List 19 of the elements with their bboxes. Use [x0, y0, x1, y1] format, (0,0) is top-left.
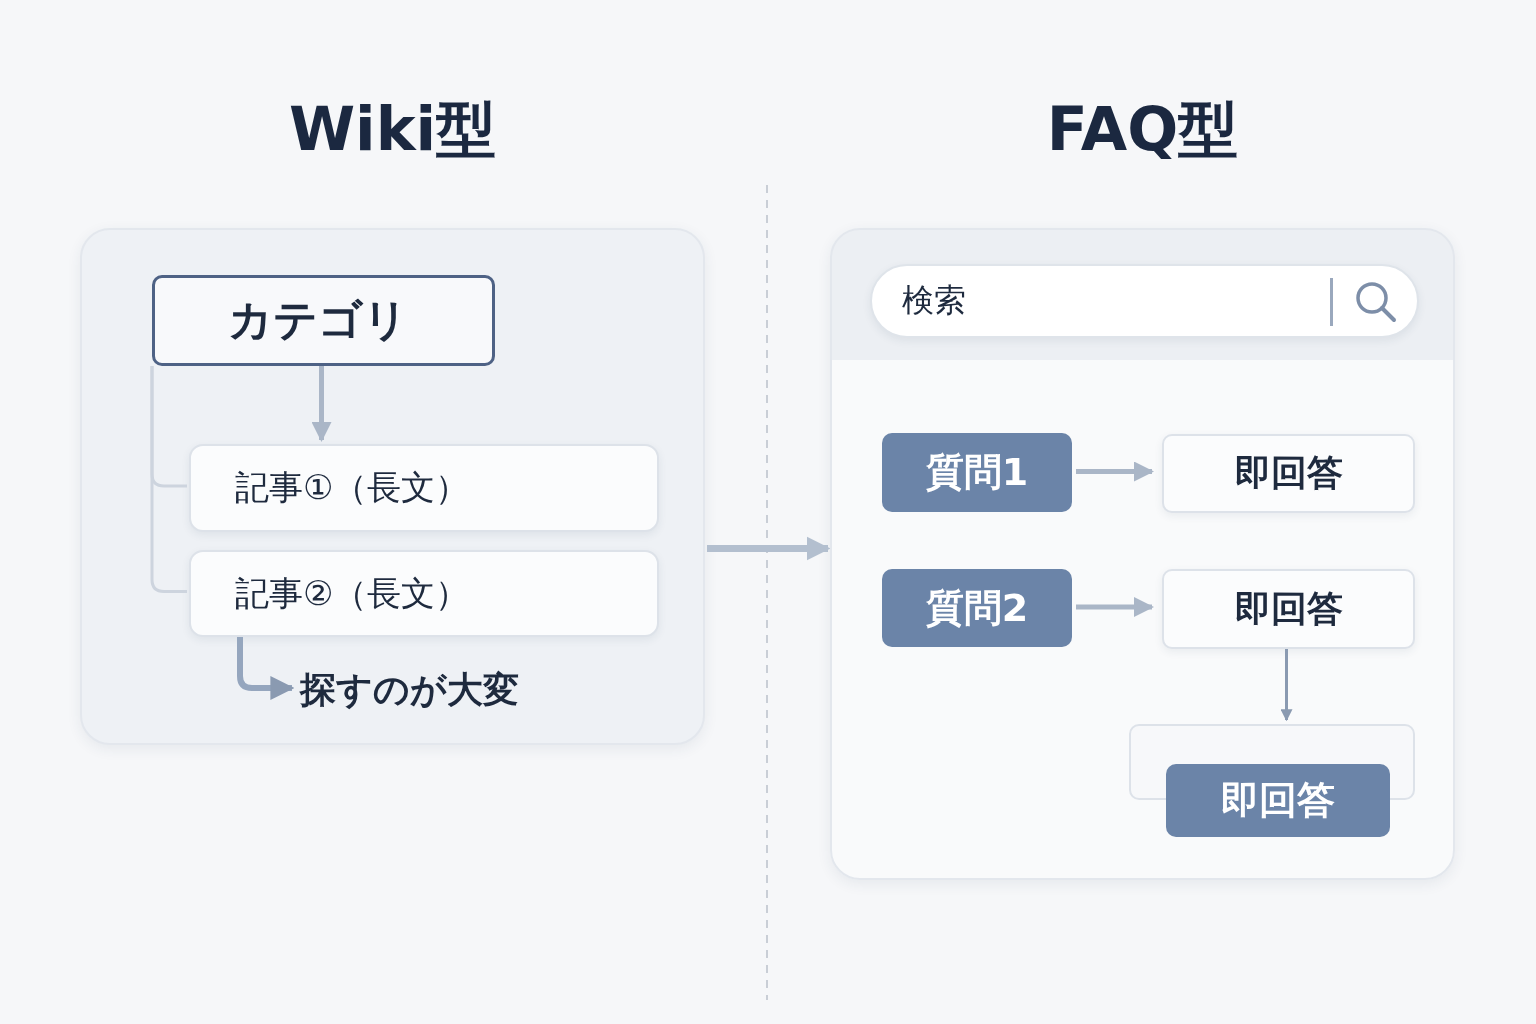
note-text: 探すのが大変	[300, 664, 570, 716]
panel-title: Wiki型	[287, 93, 498, 166]
arrow	[1280, 649, 1293, 722]
answer-box: 即回答	[1166, 764, 1390, 837]
arrow	[237, 637, 295, 700]
arrow	[707, 536, 831, 561]
arrow	[311, 366, 332, 442]
arrow	[1076, 461, 1154, 482]
search-placeholder: 検索	[902, 280, 966, 321]
article-box: 記事①（長文）	[189, 444, 659, 532]
category-box: カテゴリ	[152, 275, 495, 366]
answer-box: 即回答	[1162, 434, 1415, 513]
answer-box: 即回答	[1162, 569, 1415, 649]
question-box: 質問2	[882, 569, 1072, 647]
connector-line	[150, 366, 187, 593]
panel-title: FAQ型	[1045, 93, 1240, 166]
question-box: 質問1	[882, 433, 1072, 512]
article-box: 記事②（長文）	[189, 550, 659, 637]
arrow	[1076, 597, 1154, 617]
